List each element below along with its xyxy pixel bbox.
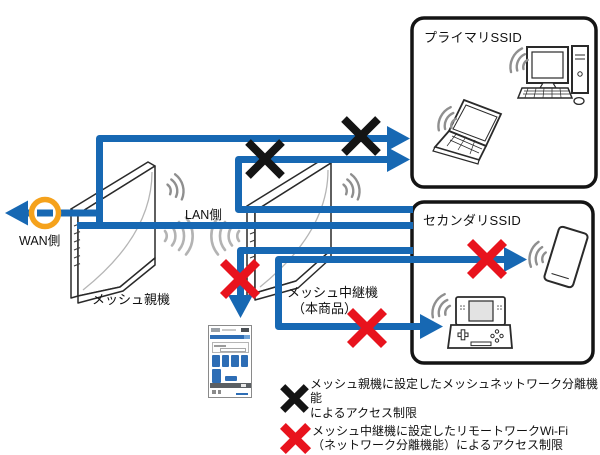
settings-page-thumbnail	[208, 325, 252, 398]
tablet-icon	[543, 225, 589, 289]
mesh-parent-router-icon	[70, 161, 156, 304]
thumb-footer-link	[236, 393, 248, 395]
tablet-arrowhead	[504, 247, 527, 272]
thumb-input-field	[220, 348, 246, 352]
legend-red-x-text: メッシュ中継機に設定したリモートワークWi-Fi （ネットワーク分離機能）による…	[312, 424, 568, 453]
thumb-tile-tall	[212, 369, 221, 383]
thumb-logo	[211, 328, 220, 332]
secondary-ssid-title: セカンダリSSID	[423, 213, 522, 228]
mesh-repeater-router-icon	[246, 158, 332, 301]
thumb-submit-button	[225, 376, 237, 381]
repeater-label-line1: メッシュ中継機	[287, 285, 379, 300]
primary-ssid-title: プライマリSSID	[424, 30, 523, 45]
lan-side-label: LAN側	[185, 208, 222, 222]
red-x-legend-icon	[280, 422, 311, 454]
legend-red-line1: メッシュ中継機に設定したリモートワークWi-Fi	[312, 424, 568, 439]
primary-arrowhead-bottom	[387, 147, 410, 172]
thumb-tile-1	[212, 355, 220, 367]
thumb-header-line	[222, 329, 236, 331]
primary-arrowhead-top	[387, 126, 410, 151]
thumb-tile-3	[231, 355, 239, 367]
thumb-tile-4	[240, 355, 248, 367]
laptop-icon	[432, 98, 503, 165]
game-console-icon	[446, 296, 513, 349]
thumb-footer-icon-2	[217, 390, 221, 394]
thumb-header-button	[241, 328, 249, 332]
thumb-footer-icon-1	[212, 390, 216, 394]
repeater-label-line2: （本商品）	[292, 300, 358, 316]
parent-wifi-waves-icon	[164, 171, 188, 204]
repeater-router-label: メッシュ中継機 （本商品）	[287, 285, 378, 316]
red-x-icon-settings-line	[219, 258, 261, 300]
legend-row-red-x: メッシュ中継機に設定したリモートワークWi-Fi （ネットワーク分離機能）による…	[280, 422, 598, 454]
legend-row-black-x: メッシュ親機に設定したメッシュネットワーク分離機能 によるアクセス制限	[280, 377, 598, 420]
thumb-tile-2	[221, 355, 229, 367]
console-arrowhead	[420, 314, 443, 339]
desktop-computer-icon	[516, 45, 589, 106]
thumb-footer-box	[241, 384, 246, 387]
legend-black-line2: によるアクセス制限	[310, 405, 418, 420]
thumb-form-panel	[212, 342, 249, 353]
red-x-icon-tablet-line	[466, 238, 508, 280]
legend-black-line1: メッシュ親機に設定したメッシュネットワーク分離機能	[310, 377, 599, 406]
legend-black-x-text: メッシュ親機に設定したメッシュネットワーク分離機能 によるアクセス制限	[310, 377, 598, 420]
legend: メッシュ親機に設定したメッシュネットワーク分離機能 によるアクセス制限 メッシュ…	[280, 377, 598, 454]
thumb-form-row	[214, 345, 226, 347]
parent-to-primary-line	[96, 135, 389, 229]
wan-arrowhead	[5, 200, 28, 226]
black-x-icon-top-line	[341, 116, 381, 156]
black-x-legend-icon	[280, 384, 309, 413]
repeater-to-secondary-devices-line	[275, 256, 505, 330]
legend-red-line2: （ネットワーク分離機能）によるアクセス制限	[312, 438, 564, 453]
thumb-title-bar	[210, 335, 250, 339]
thumb-footer-bar	[210, 383, 251, 388]
black-x-icon-repeater-line	[245, 139, 285, 179]
thumb-title-bar-end	[244, 335, 250, 339]
wan-side-label: WAN側	[19, 234, 61, 248]
parent-router-label: メッシュ親機	[92, 292, 171, 307]
settings-arrowhead	[228, 295, 253, 318]
repeater-to-primary-and-box-line	[235, 156, 413, 213]
red-x-icon-console-line	[346, 307, 388, 349]
wan-blocked-circle-icon	[28, 196, 62, 230]
repeater-wifi-waves-icon	[340, 171, 364, 204]
